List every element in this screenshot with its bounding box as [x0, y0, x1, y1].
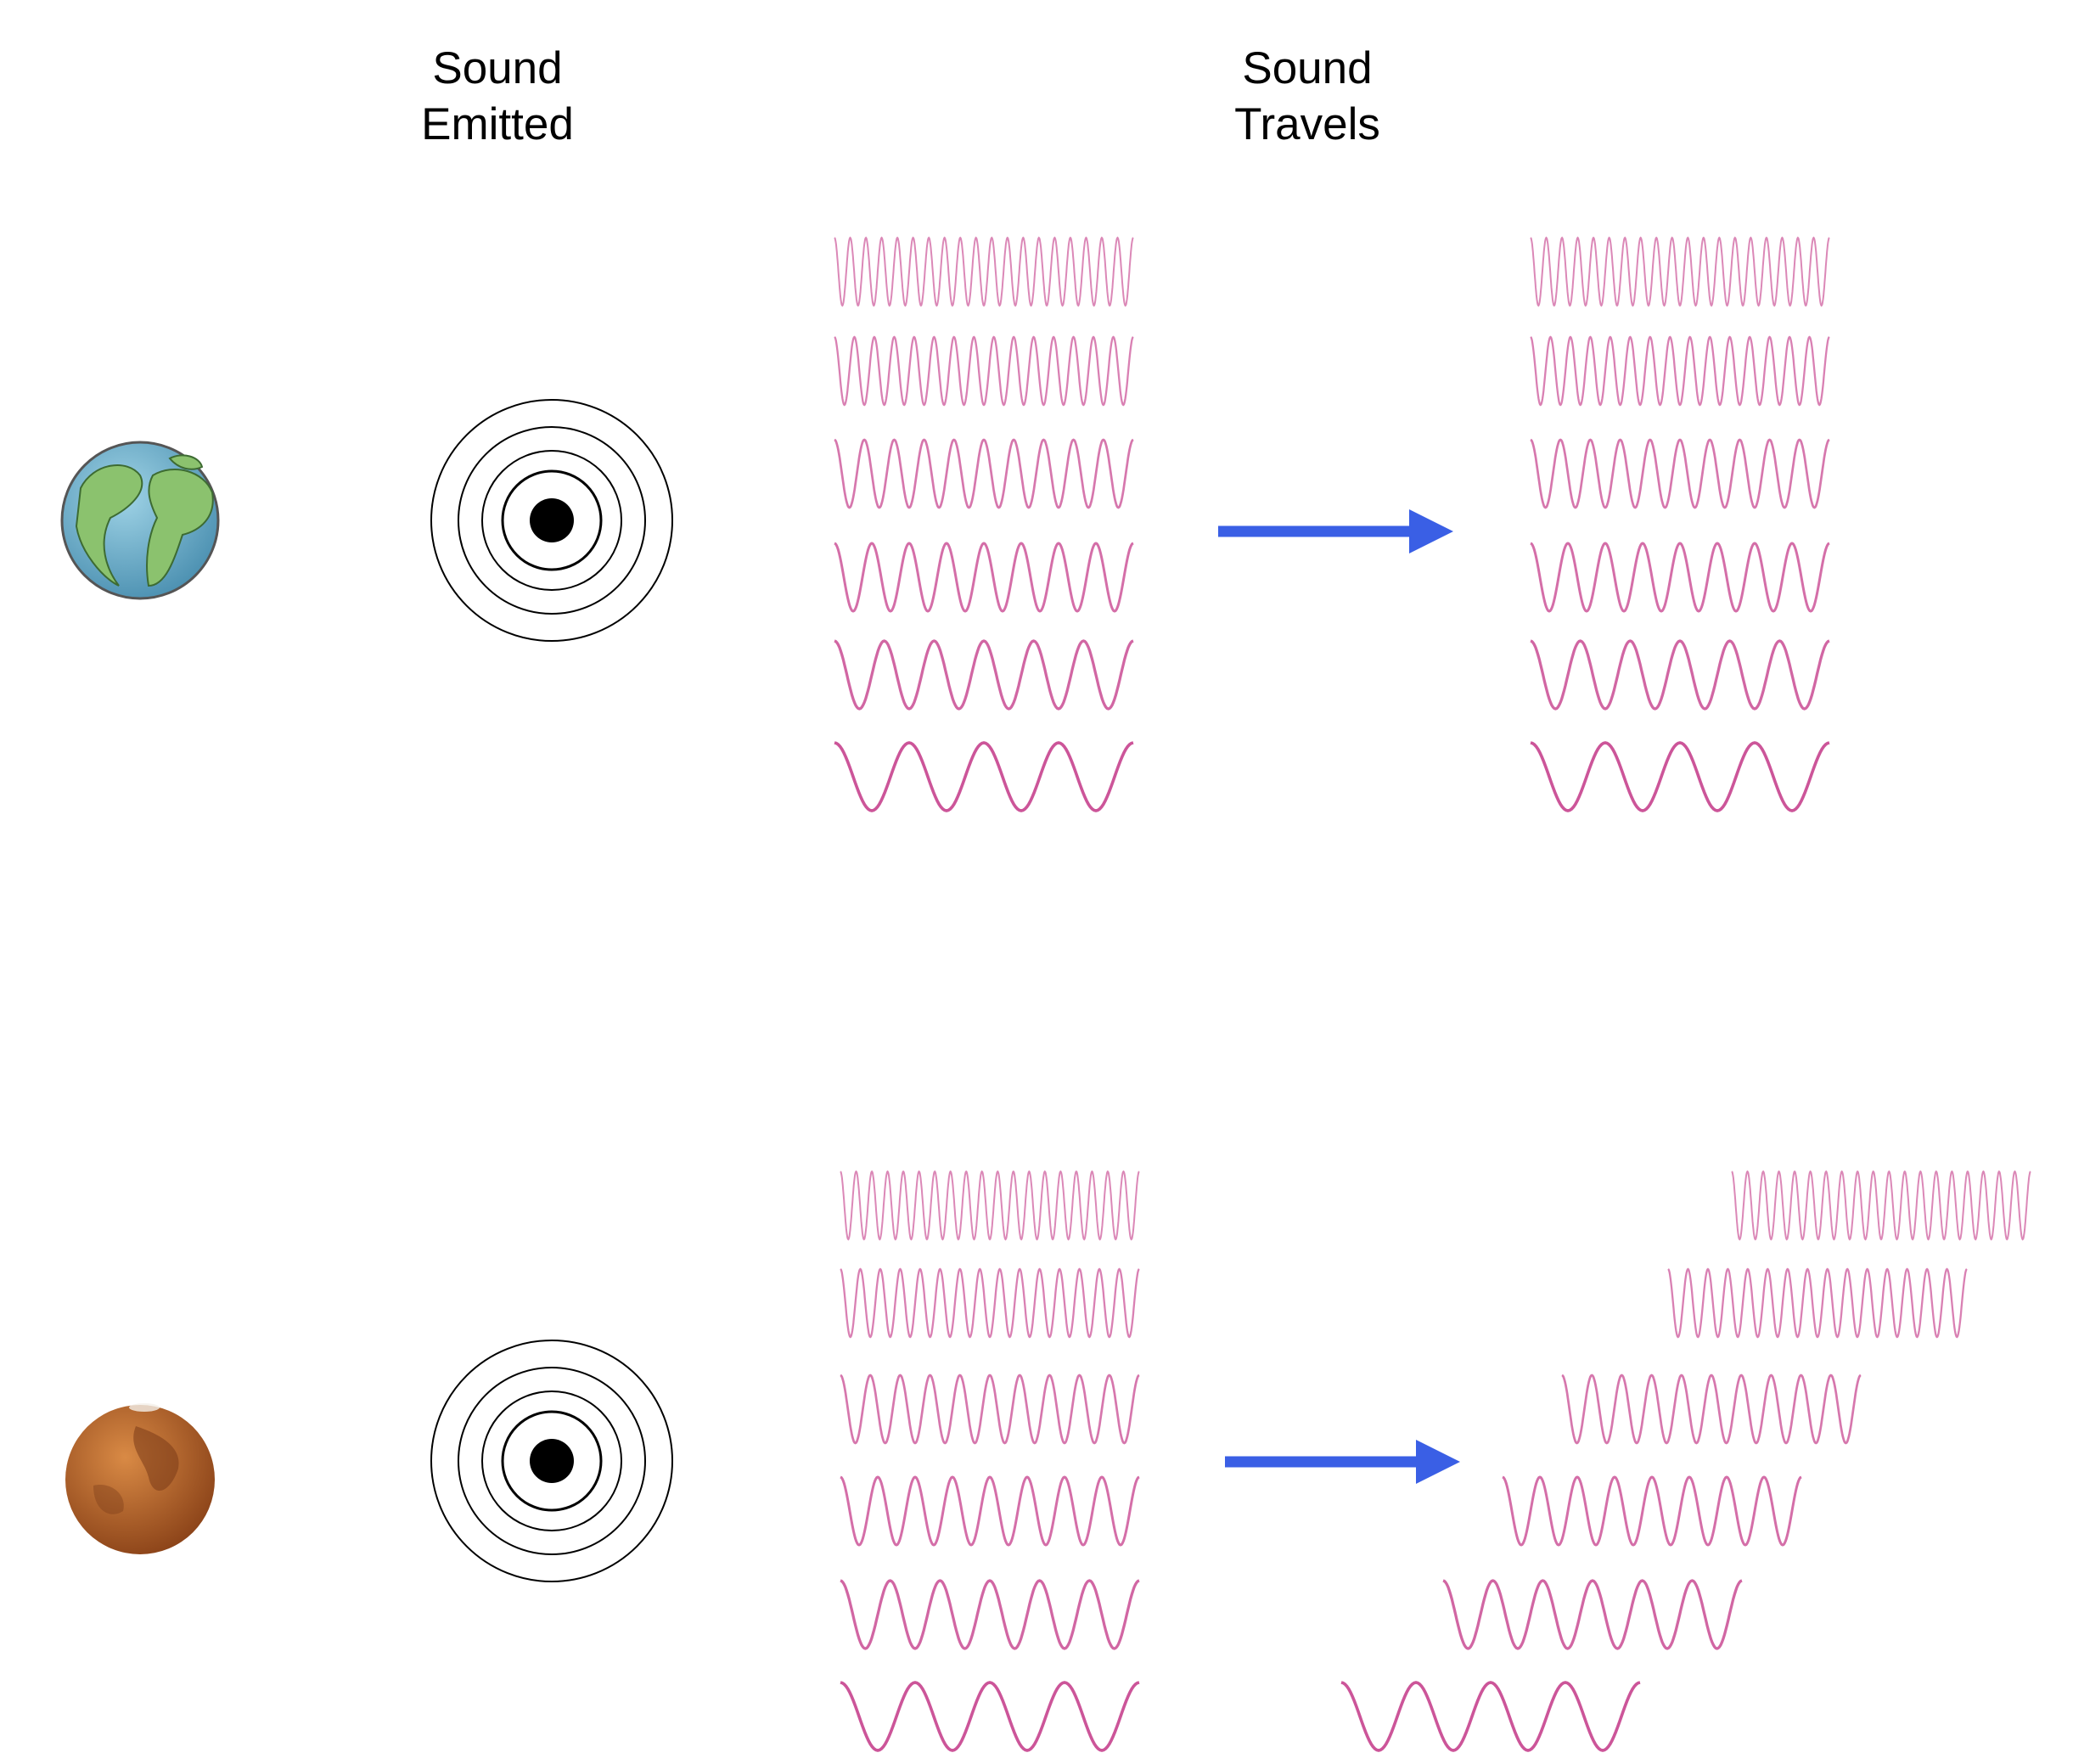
mars-emitted-wave	[840, 1579, 1140, 1650]
sound-emitted-line-2: Emitted	[421, 99, 574, 149]
earth-travel-arrow	[1218, 509, 1453, 553]
wave-groups	[834, 236, 2031, 1752]
mars-travelled-wave	[1561, 1374, 1862, 1445]
earth-emitted-wave	[834, 236, 1134, 307]
mars-emitted-wave	[840, 1681, 1140, 1752]
mars-travel-arrow	[1225, 1440, 1460, 1484]
mars-travelled-wave	[1502, 1475, 1802, 1547]
earth-sound-source	[430, 399, 673, 642]
sound-travels-line-1: Sound	[1242, 43, 1373, 93]
mars-travelled-wave	[1667, 1267, 1968, 1339]
mars-sound-source	[430, 1340, 673, 1582]
sound-emitted-label: Sound Emitted	[328, 41, 667, 153]
mars-emitted-wave	[840, 1374, 1140, 1445]
earth-icon	[60, 441, 220, 600]
mars-travelled-wave	[1442, 1579, 1743, 1650]
earth-travelled-wave	[1530, 741, 1830, 812]
mars-emitted-wave	[840, 1170, 1140, 1241]
earth-travelled-wave	[1530, 335, 1830, 407]
earth-emitted-wave	[834, 335, 1134, 407]
earth-travelled-wave	[1530, 639, 1830, 711]
sound-travels-label: Sound Travels	[1138, 41, 1477, 153]
sound-emitted-line-1: Sound	[432, 43, 563, 93]
earth-emitted-wave	[834, 542, 1134, 613]
mars-icon	[65, 1403, 215, 1554]
earth-travelled-wave	[1530, 438, 1830, 509]
mars-emitted-wave	[840, 1267, 1140, 1339]
mars-emitted-wave	[840, 1475, 1140, 1547]
earth-travelled-wave	[1530, 542, 1830, 613]
earth-emitted-wave	[834, 639, 1134, 711]
earth-emitted-wave	[834, 438, 1134, 509]
earth-emitted-wave	[834, 741, 1134, 812]
mars-travelled-wave	[1340, 1681, 1641, 1752]
sound-travels-line-2: Travels	[1234, 99, 1380, 149]
earth-travelled-wave	[1530, 236, 1830, 307]
mars-travelled-wave	[1731, 1170, 2031, 1241]
